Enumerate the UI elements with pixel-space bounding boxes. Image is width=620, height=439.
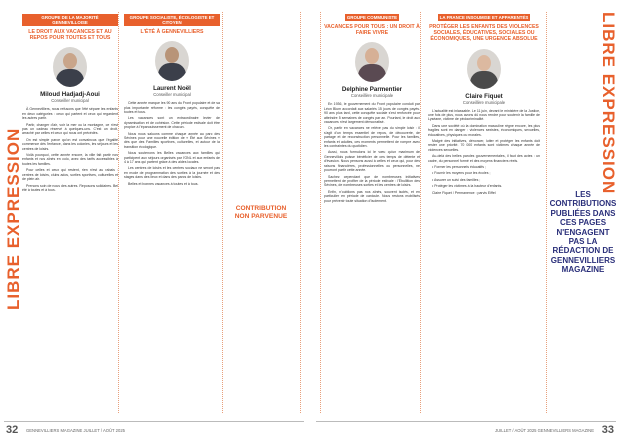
- column-divider: [222, 12, 223, 413]
- group-kicker: GROUPE SOCIALISTE, ÉCOLOGISTE ET CITOYEN: [124, 14, 220, 26]
- column-divider: [546, 12, 547, 413]
- paragraph: Cette année marque les 90 ans du Front p…: [124, 101, 220, 115]
- paragraph: Prenons soin de nous des autres. Reposon…: [22, 183, 118, 192]
- column-headline: PROTÉGER LES ENFANTS DES VIOLENCES SOCIA…: [429, 24, 539, 43]
- paragraph: Nous nous saluons comme chaque année au …: [124, 131, 220, 149]
- author-name: Laurent Noël: [153, 85, 191, 93]
- paragraph: Voilà pourquoi, cette année encore, la v…: [22, 153, 118, 166]
- page-number-left: 32: [6, 424, 19, 436]
- paragraph: Nous soutenons les Belles vacances aux f…: [124, 151, 220, 165]
- column-body: L'actualité est inlassable. Le 11 juin, …: [428, 109, 540, 196]
- author-role: Conseiller municipal: [51, 98, 89, 104]
- footer-magazine-left: GENNEVILLIERS MAGAZINE JUILLET / AOÛT 20…: [26, 428, 125, 433]
- paragraph: À Gennevilliers, nous refusons que l'été…: [22, 107, 118, 121]
- editorial-disclaimer: LES CONTRIBUTIONS PUBLIÉES DANS CES PAGE…: [549, 190, 617, 275]
- paragraph: Sachez cependant que de nombreuses initi…: [324, 174, 420, 188]
- contribution-missing-notice: CONTRIBUTION NON PARVENUE: [234, 205, 288, 220]
- paragraph: Les centres de loisirs et les centres so…: [124, 166, 220, 180]
- side-title-left: LIBRE EXPRESSION: [4, 127, 23, 310]
- paragraph: Malgré des initiatives, dénoncer, lutter…: [428, 139, 540, 152]
- author-photo: [467, 48, 501, 89]
- author-photo: [355, 42, 389, 83]
- paragraph: On est simple parce qu'on est convaincus…: [22, 137, 118, 151]
- footer-rule: [316, 421, 616, 422]
- column-divider: [300, 12, 301, 413]
- paragraph: • Protéger les victimes à la hauteur d'e…: [432, 184, 503, 189]
- author-name: Delphine Parmentier: [341, 86, 403, 94]
- column-divider: [320, 12, 321, 413]
- opinion-column-majorite: GROUPE DE LA MAJORITÉ GENNEVILLOISE LE D…: [22, 14, 118, 194]
- opinion-column-communiste: GROUPE COMMUNISTE VACANCES POUR TOUS : U…: [324, 14, 420, 205]
- column-body: En 1936, le gouvernement du Front popula…: [324, 102, 420, 203]
- paragraph: Les vacances sont un extraordinaire levi…: [124, 116, 220, 130]
- paragraph: Aussi, nous formulons ici le vœu qu'un m…: [324, 150, 420, 173]
- column-divider: [420, 12, 421, 413]
- side-title-right: LIBRE EXPRESSION: [599, 12, 618, 195]
- author-photo: [53, 47, 87, 88]
- author-role: Conseiller municipal: [153, 92, 191, 98]
- opinion-column-insoumise: LA FRANCE INSOUMISE ET APPARENTÉS PROTÉG…: [428, 14, 540, 197]
- paragraph: En 1936, le gouvernement du Front popula…: [324, 102, 420, 125]
- paragraph: Enfin, n'oublions pas nos aînés, souvent…: [324, 189, 420, 203]
- paragraph: Or, partir en vacances ne relève pas du …: [324, 126, 420, 149]
- group-kicker: LA FRANCE INSOUMISE ET APPARENTÉS: [437, 14, 531, 21]
- column-body: À Gennevilliers, nous refusons que l'été…: [22, 107, 118, 192]
- paragraph: • Former les personnels éducatifs ;: [432, 165, 486, 170]
- column-headline: VACANCES POUR TOUS : UN DROIT À FAIRE VI…: [324, 24, 420, 37]
- opinion-column-socialiste: GROUPE SOCIALISTE, ÉCOLOGISTE ET CITOYEN…: [124, 14, 220, 188]
- paragraph: Claire Fiquet / Permanence : parvis Eiff…: [432, 190, 496, 195]
- group-kicker: GROUPE COMMUNISTE: [344, 14, 400, 21]
- column-divider: [118, 12, 119, 413]
- footer-magazine-right: JUILLET / AOÛT 2025 GENNEVILLIERS MAGAZI…: [495, 428, 594, 433]
- paragraph: L'actualité est inlassable. Le 11 juin, …: [428, 108, 540, 122]
- author-photo: [155, 41, 189, 82]
- paragraph: Belles et bonnes vacances à toutes et à …: [128, 181, 199, 186]
- paragraph: • Assurer un suivi des familles ;: [432, 177, 481, 182]
- footer-rule: [4, 421, 304, 422]
- paragraph: Dans une société où la domination mascul…: [428, 123, 540, 137]
- column-headline: L'ÉTÉ À GENNEVILLIERS: [140, 29, 204, 35]
- paragraph: Au-delà des belles paroles gouvernementa…: [428, 154, 540, 163]
- author-role: Conseillère municipale: [350, 93, 394, 99]
- paragraph: Partir, changer d'air, voir la mer ou la…: [22, 122, 118, 136]
- paragraph: Pour celles et ceux qui restent, rien n'…: [22, 168, 118, 182]
- author-name: Miloud Hadjadj-Aoui: [40, 91, 100, 99]
- author-role: Conseillère municipale: [462, 99, 506, 105]
- paragraph: • Fournir les moyens pour les écoles ;: [432, 171, 491, 176]
- column-headline: LE DROIT AUX VACANCES ET AU REPOS POUR T…: [28, 29, 112, 42]
- page-number-right: 33: [601, 424, 614, 436]
- group-kicker: GROUPE DE LA MAJORITÉ GENNEVILLOISE: [22, 14, 118, 26]
- column-body: Cette année marque les 90 ans du Front p…: [124, 101, 220, 186]
- author-name: Claire Fiquet: [465, 92, 503, 100]
